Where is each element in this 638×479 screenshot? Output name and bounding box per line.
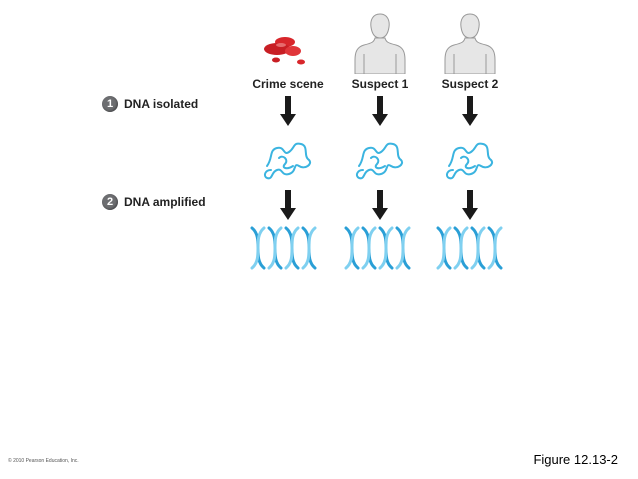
dna-double-helix-icon (344, 226, 411, 270)
figure-label: Figure 12.13-2 (533, 452, 618, 467)
dna-double-helix-icon (250, 226, 317, 270)
blood-sample-icon (264, 37, 305, 65)
dna-strand-icon (355, 142, 403, 180)
step-number-badge: 2 (102, 194, 118, 210)
down-arrow-icon (462, 190, 478, 220)
down-arrow-icon (280, 96, 296, 126)
step-label: DNA amplified (124, 195, 206, 209)
step-dna-isolated: 1 DNA isolated (102, 96, 198, 112)
dna-double-helix-icon (436, 226, 503, 270)
suspect-2-icon (444, 13, 496, 74)
down-arrow-icon (372, 96, 388, 126)
dna-strand-icon (445, 142, 493, 180)
down-arrow-icon (462, 96, 478, 126)
step-number-badge: 1 (102, 96, 118, 112)
column-label-suspect-1: Suspect 1 (351, 77, 409, 91)
down-arrow-icon (372, 190, 388, 220)
down-arrow-icon (280, 190, 296, 220)
column-label-crime-scene: Crime scene (252, 77, 324, 91)
suspect-1-icon (354, 13, 406, 74)
step-label: DNA isolated (124, 97, 199, 111)
column-label-suspect-2: Suspect 2 (441, 77, 499, 91)
copyright-notice: © 2010 Pearson Education, Inc. (8, 458, 79, 464)
step-dna-amplified: 2 DNA amplified (102, 194, 206, 210)
dna-strand-icon (263, 142, 311, 180)
